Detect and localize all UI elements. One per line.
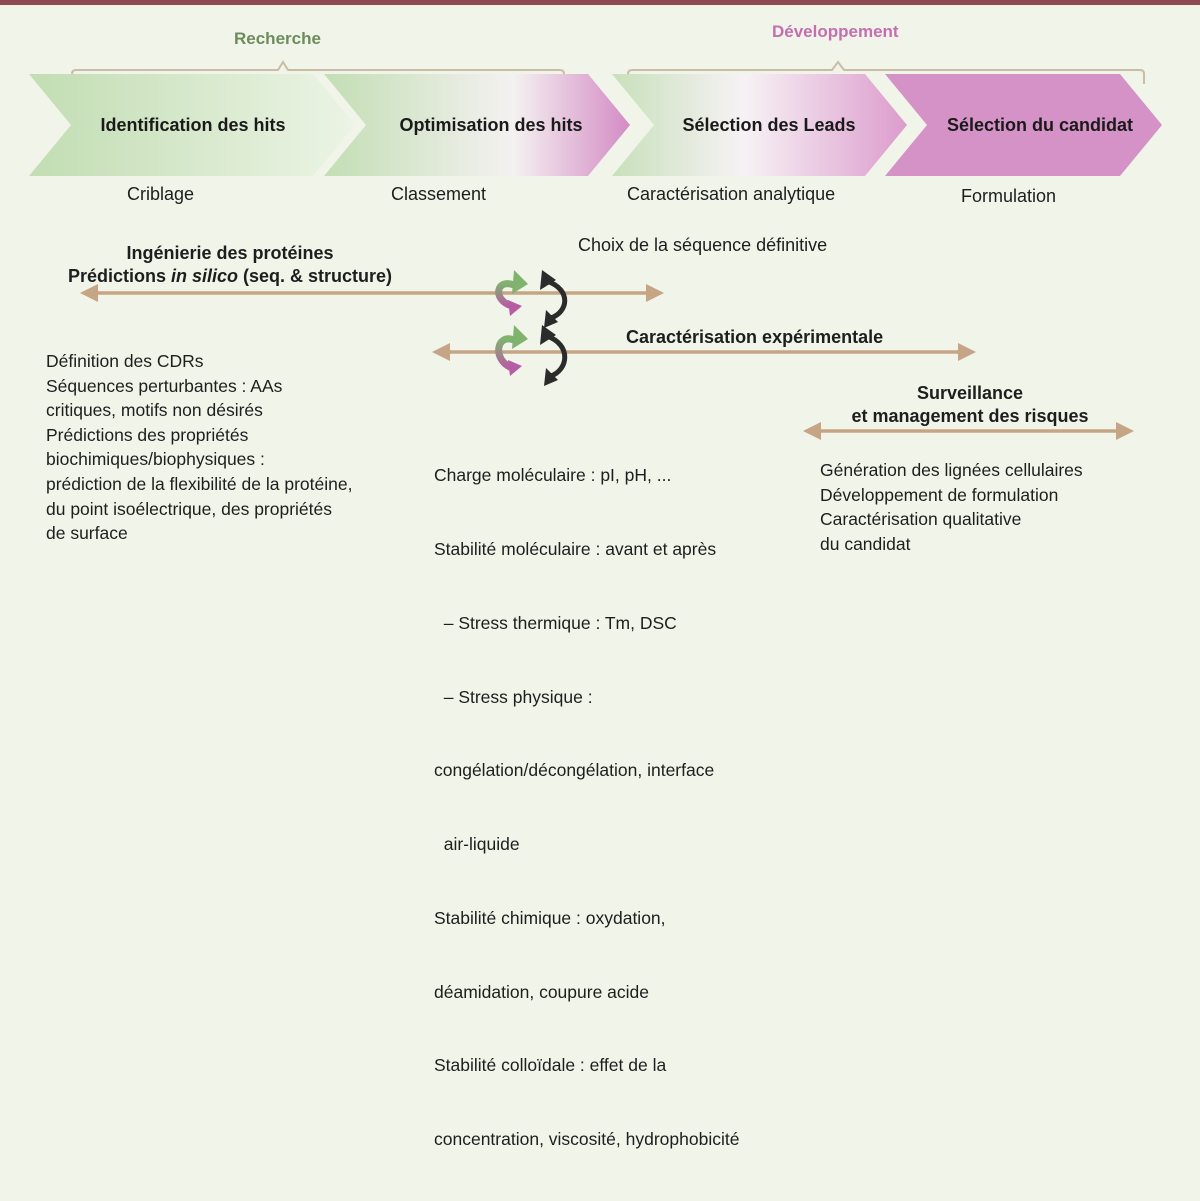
list-item: Développement de formulation xyxy=(820,484,1059,505)
step-2-subtitle: Classement xyxy=(391,184,487,204)
surveillance-title: Surveillance xyxy=(916,383,1024,403)
list-item: Stabilité colloïdale : effet de la xyxy=(434,1055,667,1076)
cycle-icon-lower xyxy=(495,325,568,386)
list-item: air-liquide xyxy=(434,834,520,855)
chevron-3 xyxy=(612,74,907,176)
engineering-subtitle: Prédictions in silico (seq. & structure) xyxy=(67,266,393,286)
diagram-graphics xyxy=(0,0,1200,440)
experimental-list: Charge moléculaire : pI, pH, ... Stabili… xyxy=(434,414,739,1201)
list-item: Génération des lignées cellulaires xyxy=(820,460,1083,480)
cycle-icon-upper xyxy=(495,270,568,328)
list-item: biochimiques/biophysiques : xyxy=(46,449,265,470)
surveillance-subtitle: et management des risques xyxy=(851,406,1089,426)
experimental-arrow xyxy=(432,343,976,361)
diagram: Recherche Développement Identification d… xyxy=(0,0,1200,1149)
phase-research-label: Recherche xyxy=(234,29,321,48)
step-3-title: Sélection des Leads xyxy=(682,115,856,135)
step-4-title: Sélection du candidat xyxy=(946,115,1134,135)
list-item: de surface xyxy=(46,523,128,544)
list-item: prédiction de la flexibilité de la proté… xyxy=(46,473,353,494)
list-item: déamidation, coupure acide xyxy=(434,981,650,1002)
list-item: Séquences perturbantes : AAs xyxy=(46,375,283,396)
step-4-subtitle: Formulation xyxy=(961,186,1057,206)
experimental-title: Caractérisation expérimentale xyxy=(626,327,884,347)
chevron-2 xyxy=(324,74,630,176)
surveillance-list: Génération des lignées cellulaires Dével… xyxy=(820,458,1083,556)
list-item: Prédictions des propriétés xyxy=(46,424,249,445)
research-bracket xyxy=(71,60,565,84)
list-item: du candidat xyxy=(820,533,911,554)
list-item: congélation/décongélation, interface xyxy=(434,760,715,781)
top-bar xyxy=(0,0,1200,5)
list-item: concentration, viscosité, hydrophobicité xyxy=(434,1129,740,1150)
sequence-choice-label: Choix de la séquence définitive xyxy=(578,235,828,255)
engineering-arrow xyxy=(80,284,664,302)
list-item: Stabilité chimique : oxydation, xyxy=(434,907,666,928)
list-item: Charge moléculaire : pI, pH, ... xyxy=(434,465,672,486)
phase-development-label: Développement xyxy=(772,22,899,41)
list-item: du point isoélectrique, des propriétés xyxy=(46,498,333,519)
engineering-title: Ingénierie des protéines xyxy=(126,243,334,263)
chevron-1 xyxy=(29,74,355,176)
list-item: Stabilité moléculaire : avant et après xyxy=(434,538,717,559)
engineering-list: Définition des CDRs Séquences perturbant… xyxy=(46,349,352,546)
list-item: Caractérisation qualitative xyxy=(820,509,1022,530)
step-1-subtitle: Criblage xyxy=(127,184,195,204)
step-1-title: Identification des hits xyxy=(100,115,286,135)
chevron-4 xyxy=(885,74,1162,176)
list-item: – Stress physique : xyxy=(434,686,593,707)
list-item: Définition des CDRs xyxy=(46,351,204,371)
list-item: critiques, motifs non désirés xyxy=(46,400,263,421)
development-bracket xyxy=(627,60,1145,84)
list-item: – Stress thermique : Tm, DSC xyxy=(434,612,677,633)
step-2-title: Optimisation des hits xyxy=(399,115,583,135)
step-3-subtitle: Caractérisation analytique xyxy=(627,184,836,204)
surveillance-arrow xyxy=(803,422,1134,440)
